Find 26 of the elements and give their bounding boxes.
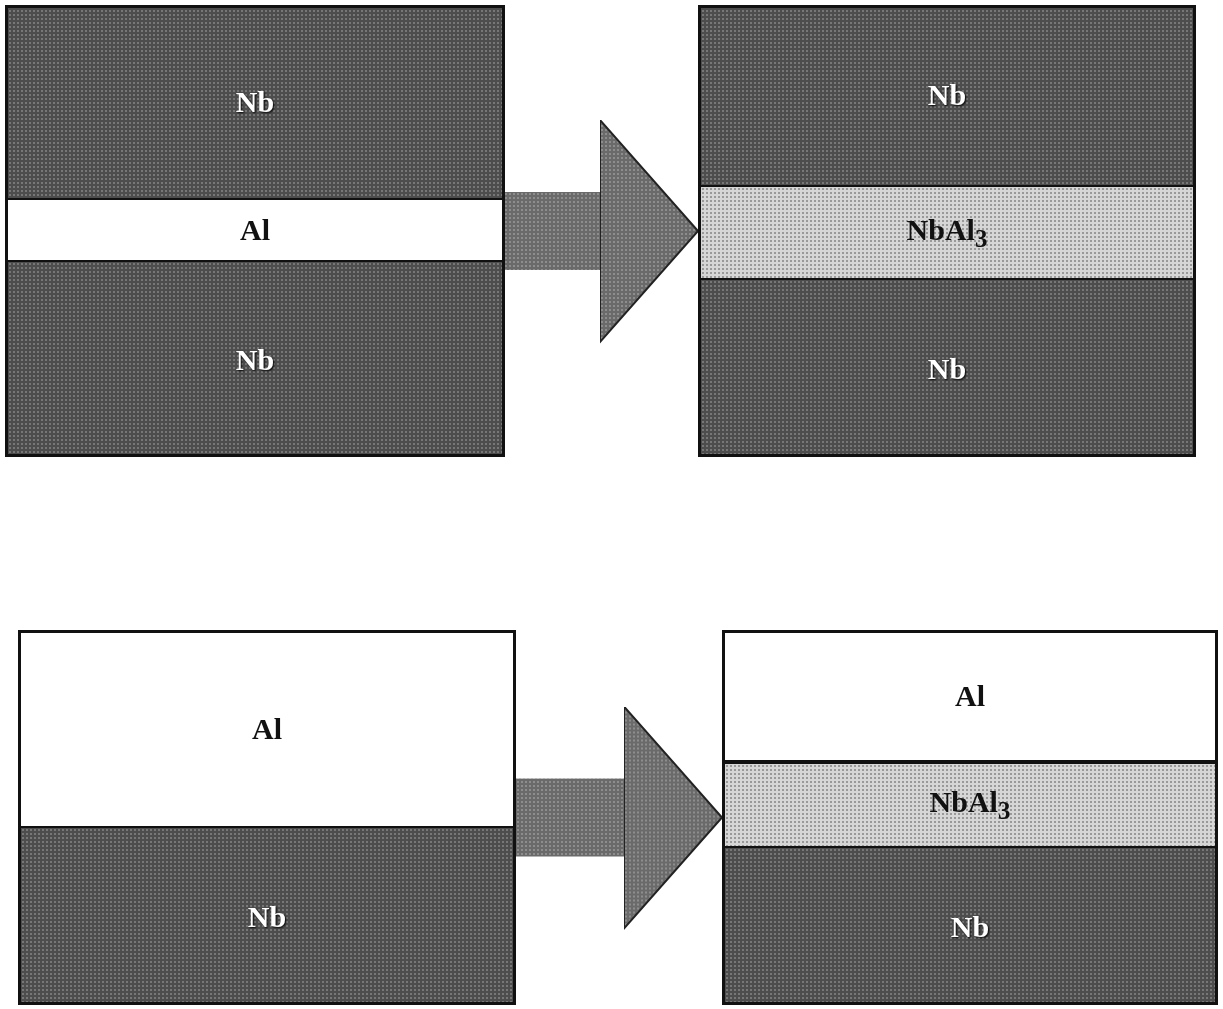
layer-stack: [722, 630, 1218, 1005]
block-arrow: [505, 119, 699, 343]
material-layer: [21, 828, 513, 1002]
layer-label: Nb: [247, 899, 287, 934]
material-layer: [725, 848, 1215, 1002]
layer-label: Al: [955, 679, 985, 713]
layer-label: Al: [240, 213, 270, 247]
material-layer: [701, 280, 1193, 454]
layer-label: Nb: [950, 909, 990, 944]
layer-label: NbAl$_{3}$: [906, 212, 988, 253]
layer-stack: [5, 5, 505, 457]
layer-stack: [18, 630, 516, 1005]
layer-label: Nb: [235, 342, 275, 377]
layer-label: Al: [252, 712, 282, 746]
block-arrow: [516, 705, 723, 930]
layer-label: NbAl$_{3}$: [929, 785, 1011, 825]
layer-label: Nb: [235, 84, 275, 119]
material-layer: [8, 8, 502, 198]
layer-stack: [698, 5, 1196, 457]
layer-label: Nb: [927, 78, 967, 112]
material-layer: [725, 762, 1215, 848]
material-layer: [701, 8, 1193, 185]
material-layer: [8, 198, 502, 262]
layer-label: Nb: [927, 351, 967, 386]
material-layer: [8, 262, 502, 454]
material-layer: [701, 185, 1193, 280]
